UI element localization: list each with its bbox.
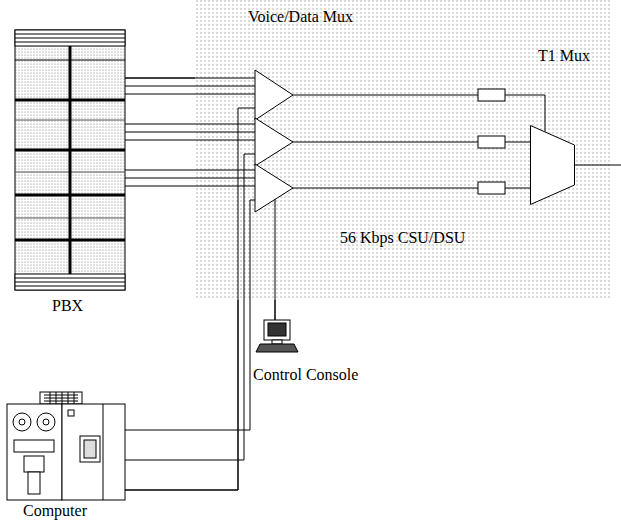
console-box: Control Console	[258, 318, 298, 352]
node-label: Voice/Data Mux	[248, 8, 353, 26]
computer-illustration	[7, 392, 125, 500]
csu-dsu	[478, 89, 505, 194]
part-label: 56 Kbps CSU/DSU	[340, 229, 465, 247]
wire-connector	[275, 300, 276, 320]
pbx-box: PBX	[15, 30, 125, 290]
voice-data-mux	[255, 70, 293, 212]
mux-outline	[530, 125, 575, 205]
node-label: Computer	[23, 502, 87, 520]
node-label: Control Console	[253, 366, 358, 384]
console-icon	[256, 320, 298, 352]
mux-region-ground	[195, 0, 610, 300]
wire-connector	[125, 300, 238, 490]
wire-connector	[125, 78, 195, 79]
pbx-rack	[15, 30, 125, 290]
wire	[125, 78, 621, 490]
node-label: T1 Mux	[538, 47, 590, 65]
t1-mux: T1 Mux	[530, 125, 575, 205]
mux-region: Voice/Data Mux T1 Mux	[195, 0, 610, 300]
node-label: PBX	[52, 297, 83, 315]
computer-box: Computer	[5, 392, 127, 500]
